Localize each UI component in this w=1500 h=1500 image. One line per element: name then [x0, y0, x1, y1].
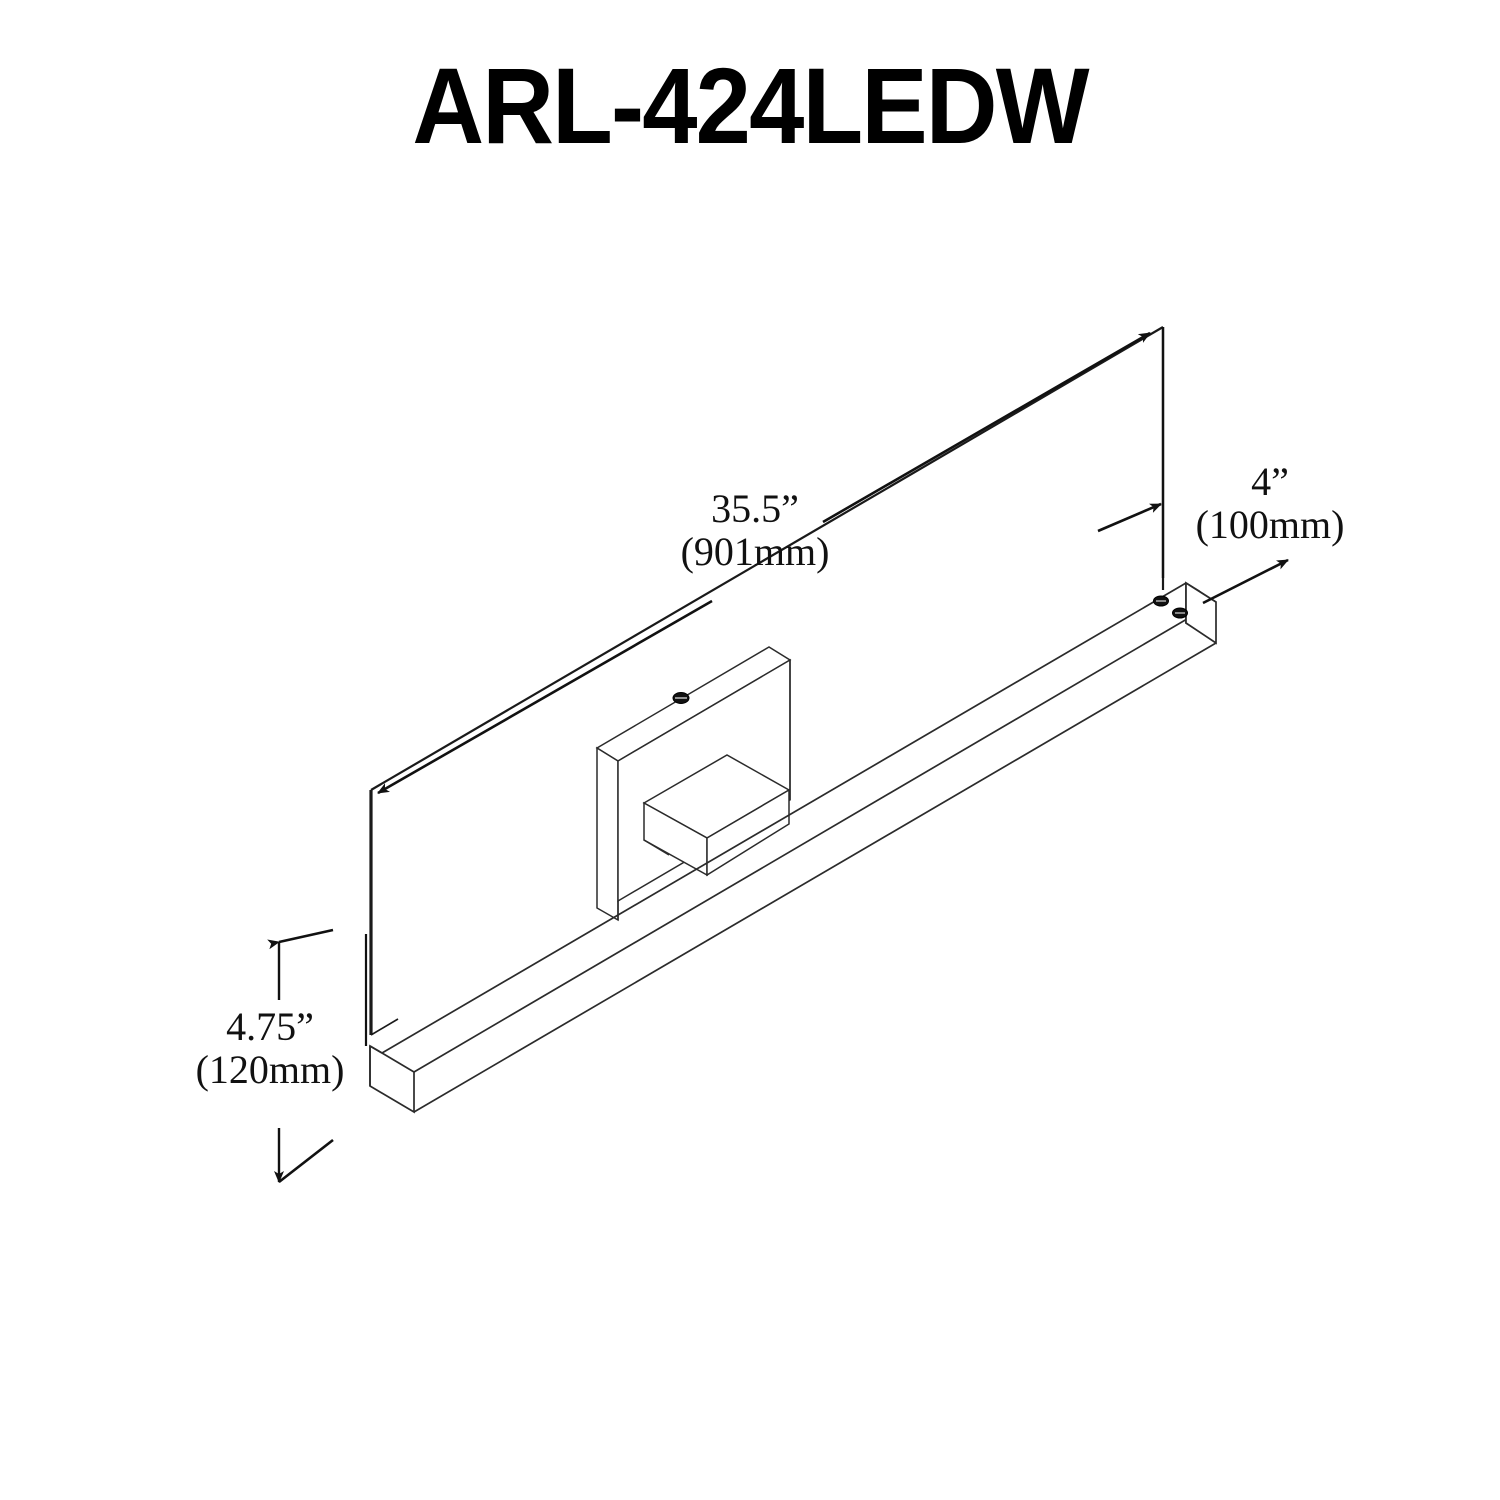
dimension-line-length	[377, 331, 1151, 795]
end-cap-screw-icon-2	[1172, 607, 1188, 619]
dimension-line-depth	[1097, 327, 1289, 605]
dimension-label-length: 35.5” (901mm)	[620, 487, 890, 573]
dimension-height-inches: 4.75”	[226, 1004, 314, 1049]
bar-right-end-cap	[1153, 581, 1217, 645]
dimension-line-height	[267, 928, 368, 1184]
dimension-height-mm: (120mm)	[195, 1047, 345, 1093]
dimension-length-inches: 35.5”	[711, 486, 799, 531]
dimension-label-depth: 4” (100mm)	[1160, 460, 1380, 546]
dimension-depth-inches: 4”	[1251, 459, 1289, 504]
backplate-screw-icon	[672, 692, 690, 704]
page-title: ARL-424LEDW	[412, 45, 1089, 166]
mounting-arm	[642, 754, 791, 877]
light-bar	[369, 581, 1217, 1114]
dimension-label-height: 4.75” (120mm)	[150, 1005, 390, 1091]
bar-left-end	[369, 1044, 415, 1114]
dimension-length-mm: (901mm)	[680, 529, 830, 575]
dimension-depth-mm: (100mm)	[1195, 502, 1345, 548]
end-cap-screw-icon-1	[1153, 595, 1169, 607]
